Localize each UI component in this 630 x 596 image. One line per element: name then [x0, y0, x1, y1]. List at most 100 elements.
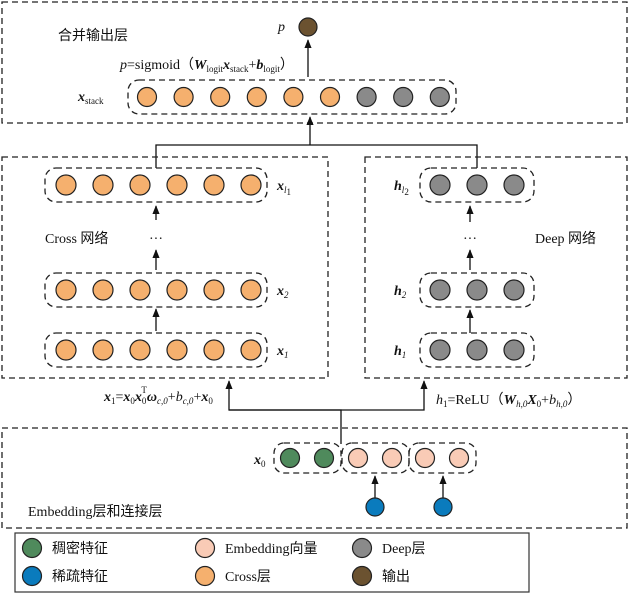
- cross-formula: x1=x0x0Tωc,0+bc,0+x0: [103, 385, 213, 406]
- legend-label: 稠密特征: [52, 540, 108, 557]
- x0-label: x0: [253, 453, 266, 469]
- x0-group-embedding: [408, 442, 477, 474]
- legend-item-embedding: Embedding向量: [194, 537, 318, 559]
- cross-node: [55, 174, 77, 196]
- x0-groups: [273, 442, 477, 517]
- deep-network-title: Deep 网络: [535, 231, 596, 247]
- cross-layer-label: x1: [276, 344, 289, 360]
- cross-node: [203, 339, 225, 361]
- deep-layers: hl2 h2 h1: [394, 167, 535, 368]
- x-stack-node-deep: [356, 86, 377, 108]
- deep-layer-label: hl2: [394, 179, 409, 197]
- x-stack-label: xstack: [77, 90, 104, 106]
- legend-label: Cross层: [225, 570, 271, 585]
- cross-node: [92, 339, 114, 361]
- embedding-layer-box: [1, 427, 628, 529]
- x-stack-node-cross: [246, 86, 267, 108]
- cross-network-box: [1, 156, 329, 379]
- legend-item-dense: 稠密特征: [21, 537, 108, 559]
- legend-item-cross: Cross层: [194, 565, 271, 587]
- cross-node: [203, 174, 225, 196]
- cross-layer: x2: [44, 272, 289, 308]
- deep-node: [429, 174, 451, 196]
- deep-layer: h1: [394, 332, 535, 368]
- legend-item-output: 输出: [351, 565, 410, 587]
- sigmoid-formula: p=sigmoid（Wlogitxstack+blogit）: [119, 57, 294, 74]
- cross-layer-pill: [44, 272, 268, 308]
- cross-layers: xl1 x2 x1: [44, 167, 291, 368]
- x0-node-dense: [313, 447, 335, 469]
- deep-ellipsis: ···: [463, 232, 477, 247]
- deep-node: [429, 279, 451, 301]
- deep-network-box: [364, 156, 628, 379]
- legend-label: Deep层: [382, 542, 426, 557]
- x0-node-embedding: [448, 447, 470, 469]
- cross-node: [166, 174, 188, 196]
- legend-swatch-cross: [194, 565, 216, 587]
- cross-ellipsis: ···: [149, 232, 163, 247]
- x0-group-pill: [341, 442, 410, 474]
- x0-node-embedding: [414, 447, 436, 469]
- deep-node: [503, 279, 525, 301]
- cross-node: [129, 279, 151, 301]
- legend-label: 输出: [382, 569, 410, 585]
- cross-layer-label: x2: [276, 284, 289, 300]
- deep-layer-pill: [419, 167, 535, 203]
- legend-box: [14, 532, 530, 593]
- x0-to-cross-connector: [225, 380, 342, 444]
- output-layer-title: 合并输出层: [58, 28, 128, 44]
- output-node: [298, 17, 318, 37]
- cross-node: [55, 279, 77, 301]
- deep-layer-label: h1: [394, 344, 406, 360]
- deep-layer-label: h2: [394, 284, 407, 300]
- cross-layer-pill: [44, 167, 268, 203]
- cross-layer: xl1: [44, 167, 291, 203]
- legend-swatch-dense: [21, 537, 43, 559]
- x-stack-node-cross: [173, 86, 194, 108]
- legend-swatch-output: [351, 565, 373, 587]
- cross-node: [55, 339, 77, 361]
- x-stack-node-deep: [429, 86, 450, 108]
- sparse-input-node: [433, 497, 453, 517]
- sparse-input-node: [365, 497, 385, 517]
- x-stack-node-deep: [393, 86, 414, 108]
- deep-layer-pill: [419, 332, 535, 368]
- deep-formula: h1=ReLU（Wh,0X0+bh,0）: [436, 392, 581, 409]
- cross-layer-pill: [44, 332, 268, 368]
- legend-item-deep: Deep层: [351, 537, 426, 559]
- deep-layer: hl2: [394, 167, 535, 203]
- legend-item-sparse: 稀疏特征: [21, 565, 108, 587]
- deep-node: [466, 174, 488, 196]
- x-stack-node-cross: [210, 86, 231, 108]
- deep-layer: h2: [394, 272, 535, 308]
- x0-node-embedding: [381, 447, 403, 469]
- legend-swatch-deep: [351, 537, 373, 559]
- cross-node: [240, 279, 262, 301]
- cross-node: [203, 279, 225, 301]
- legend-label: 稀疏特征: [52, 569, 108, 585]
- output-layer-box: [1, 1, 628, 124]
- deep-node: [503, 174, 525, 196]
- x0-to-deep-connector: [229, 380, 428, 411]
- x0-group-pill: [408, 442, 477, 474]
- deep-node: [466, 279, 488, 301]
- x0-node-embedding: [347, 447, 369, 469]
- cross-node: [92, 174, 114, 196]
- cross-layer: x1: [44, 332, 289, 368]
- cross-network-title: Cross 网络: [45, 231, 108, 247]
- legend-swatch-sparse: [21, 565, 43, 587]
- deep-node: [503, 339, 525, 361]
- deep-node: [466, 339, 488, 361]
- cross-layer-label: xl1: [276, 179, 291, 197]
- x0-node-dense: [279, 447, 301, 469]
- x-stack-pill: [127, 79, 457, 115]
- x-stack-node-cross: [319, 86, 341, 108]
- legend-label: Embedding向量: [225, 541, 318, 557]
- deep-node: [429, 339, 451, 361]
- p-label: p: [277, 20, 285, 35]
- cross-node: [240, 339, 262, 361]
- embedding-layer-title: Embedding层和连接层: [28, 503, 163, 520]
- x-stack-node-cross: [136, 86, 158, 108]
